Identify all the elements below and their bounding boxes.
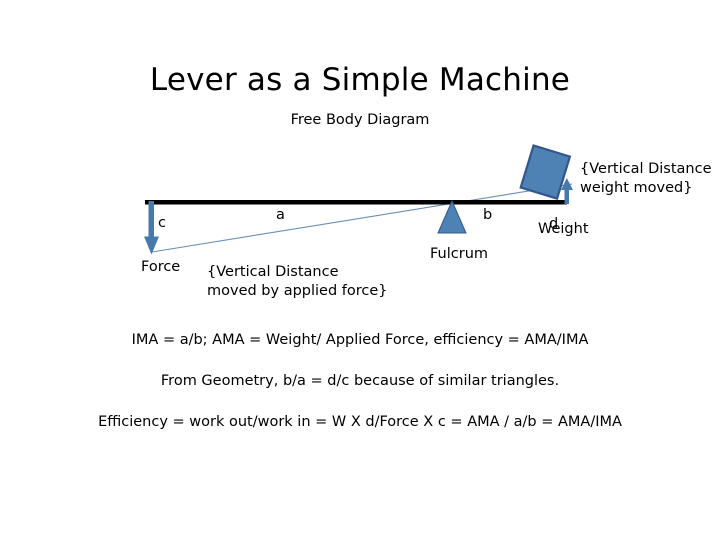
weight-distance-arrow-up <box>561 178 573 204</box>
caption-applied-force-distance: {Vertical Distance moved by applied forc… <box>207 263 388 301</box>
label-b: b <box>483 207 493 223</box>
caption-applied-force-distance-line2: moved by applied force} <box>207 283 388 299</box>
label-c: c <box>158 215 166 231</box>
formula-line-2: From Geometry, b/a = d/c because of simi… <box>160 373 560 389</box>
caption-weight-distance-line1: {Vertical Distance <box>580 161 712 177</box>
lever-bar <box>145 200 567 205</box>
label-fulcrum: Fulcrum <box>430 246 489 262</box>
formula-line-1: IMA = a/b; AMA = Weight/ Applied Force, … <box>131 332 589 348</box>
caption-weight-distance-line2: weight moved} <box>580 180 693 196</box>
page-subtitle: Free Body Diagram <box>290 112 430 128</box>
label-a: a <box>276 207 285 223</box>
weight-block <box>519 144 572 201</box>
caption-applied-force-distance-line1: {Vertical Distance <box>207 264 339 280</box>
formula-line-3: Efficiency = work out/work in = W X d/Fo… <box>98 414 622 430</box>
label-weight: Weight <box>538 221 589 237</box>
caption-weight-distance: {Vertical Distance weight moved} <box>580 160 712 198</box>
fulcrum-triangle <box>437 199 467 234</box>
label-d: d <box>549 216 559 232</box>
label-force: Force <box>141 259 181 275</box>
rotated-lever-line <box>151 183 573 253</box>
page-title: Lever as a Simple Machine <box>149 62 571 98</box>
force-arrow-down <box>144 201 159 255</box>
